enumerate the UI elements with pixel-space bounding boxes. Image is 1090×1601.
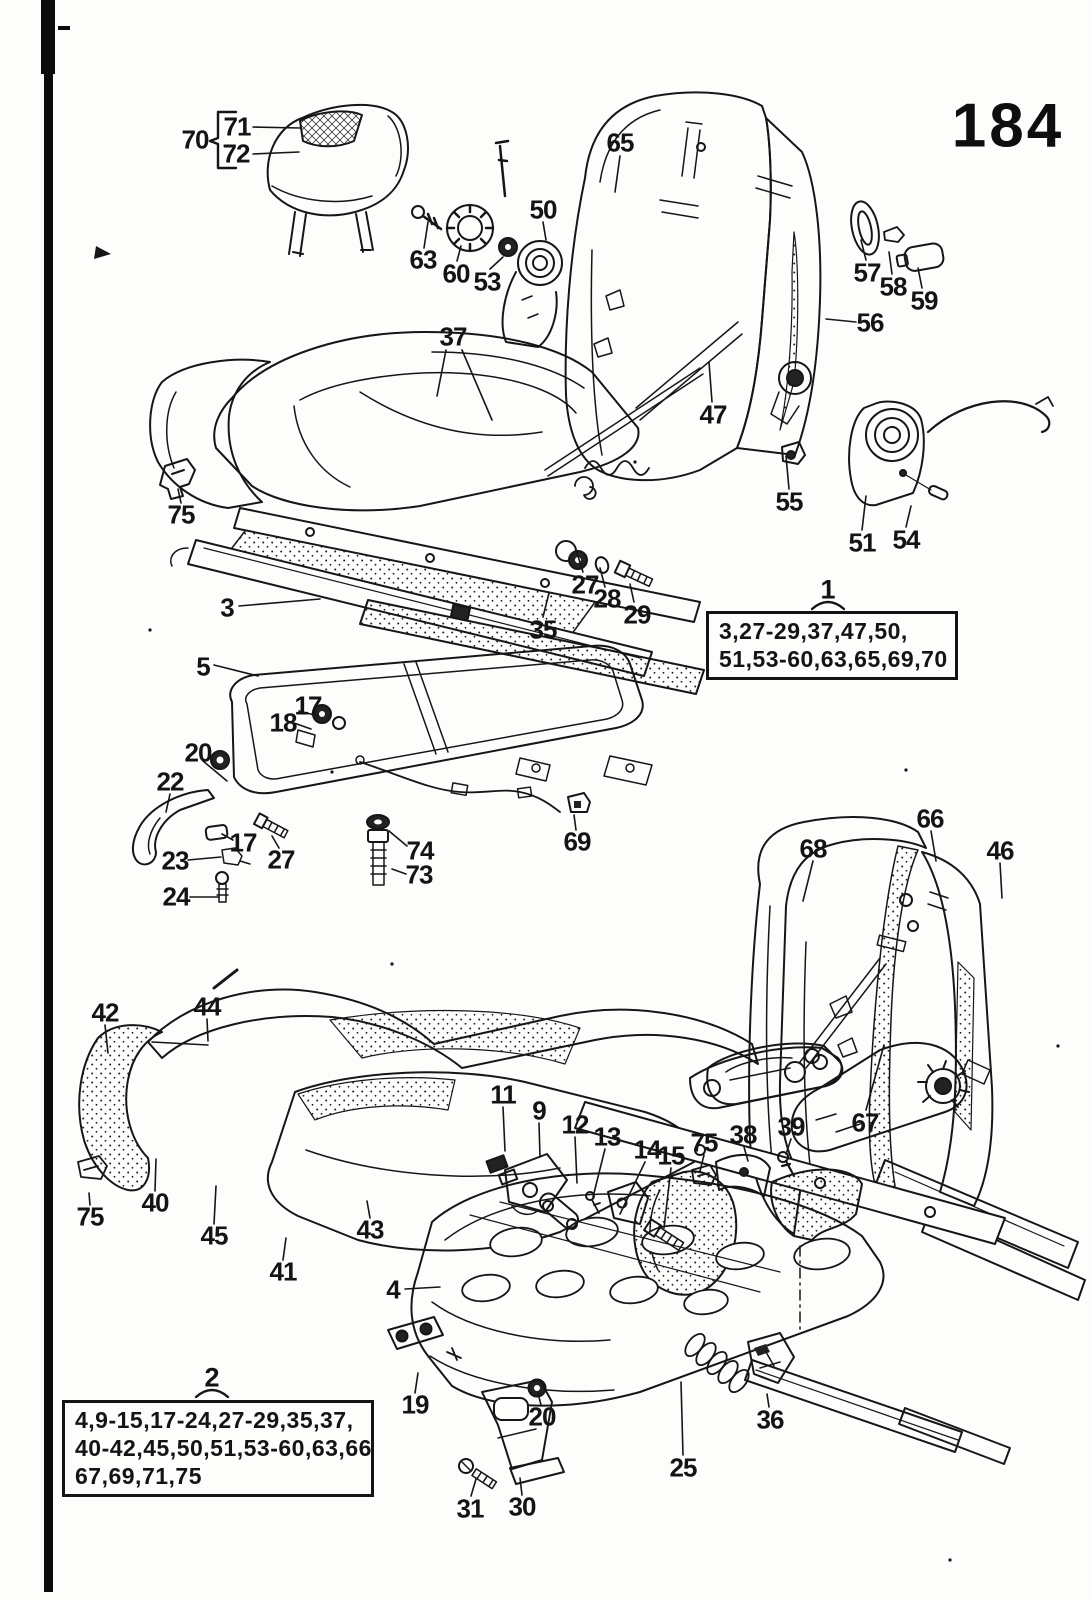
part-label-63: 63 — [409, 244, 438, 275]
seat-frame-drawing — [132, 644, 653, 903]
part-label-73: 73 — [405, 859, 434, 890]
backrest-left-drawing — [544, 91, 822, 500]
part-label-12: 12 — [561, 1109, 590, 1140]
part-label-19: 19 — [401, 1389, 430, 1420]
part-label-37: 37 — [439, 321, 468, 352]
part-label-4: 4 — [386, 1274, 401, 1305]
part-label-30: 30 — [508, 1491, 537, 1522]
seat-pan-drawing — [387, 1172, 1011, 1490]
part-label-27b: 27 — [267, 844, 296, 875]
hinge-parts-drawing — [485, 1042, 863, 1331]
ref-box-1-label: 1 — [820, 574, 836, 605]
part-label-74: 74 — [406, 835, 435, 866]
part-label-71: 71 — [223, 111, 252, 142]
recliner-knob-group — [411, 139, 563, 348]
part-label-15: 15 — [657, 1140, 686, 1171]
part-label-22: 22 — [156, 766, 185, 797]
part-label-18: 18 — [269, 707, 298, 738]
cushion-mid-drawing — [149, 331, 705, 695]
part-label-68: 68 — [799, 833, 828, 864]
ref-box-2-line-3: 67,69,71,75 — [75, 1463, 203, 1489]
part-label-25: 25 — [669, 1452, 698, 1483]
clip-75-upper — [159, 458, 196, 500]
part-label-65: 65 — [606, 127, 635, 158]
ref-box-1-line-2: 51,53-60,63,65,69,70 — [719, 646, 948, 672]
part-label-66: 66 — [916, 803, 945, 834]
part-label-55: 55 — [775, 486, 804, 517]
part-label-75b: 75 — [76, 1201, 105, 1232]
page-number: 184 — [951, 91, 1065, 161]
part-label-20a: 20 — [184, 737, 213, 768]
part-label-69: 69 — [563, 826, 592, 857]
backrest-right-drawing — [689, 816, 1086, 1301]
part-label-75c: 75 — [690, 1127, 719, 1158]
part-label-70: 70 — [181, 124, 210, 155]
part-label-75a: 75 — [167, 499, 196, 530]
leader-lines — [88, 110, 1003, 1497]
part-label-54: 54 — [892, 524, 921, 555]
part-label-60: 60 — [442, 258, 471, 289]
part-label-11: 11 — [490, 1079, 516, 1110]
part-label-36: 36 — [756, 1404, 785, 1435]
scan-edge-artifact — [44, 0, 53, 1592]
part-label-41: 41 — [269, 1256, 298, 1287]
part-label-28: 28 — [593, 583, 622, 614]
ref-box-2-line-1: 4,9-15,17-24,27-29,35,37, — [75, 1407, 354, 1433]
scan-speck — [58, 26, 70, 30]
part-label-13: 13 — [593, 1121, 622, 1152]
part-label-17b: 17 — [229, 827, 258, 858]
part-label-43: 43 — [356, 1214, 385, 1245]
ref-box-2-line-2: 40-42,45,50,51,53-60,63,66 — [75, 1435, 372, 1461]
part-label-3: 3 — [220, 592, 235, 623]
part-label-51: 51 — [848, 527, 877, 558]
part-label-35: 35 — [529, 614, 558, 645]
ref-box-2-label: 2 — [204, 1362, 220, 1393]
part-label-45: 45 — [200, 1220, 229, 1251]
headrest-drawing — [266, 103, 409, 257]
part-label-42: 42 — [91, 997, 120, 1028]
part-label-9: 9 — [532, 1095, 547, 1126]
part-label-58: 58 — [879, 271, 908, 302]
part-label-23: 23 — [161, 845, 190, 876]
ref-box-1: 3,27-29,37,47,50, 51,53-60,63,65,69,70 — [706, 611, 958, 680]
part-label-44: 44 — [193, 991, 222, 1022]
part-label-31: 31 — [456, 1493, 485, 1524]
side-panel-group — [781, 400, 949, 507]
part-label-20b: 20 — [528, 1401, 557, 1432]
part-label-38: 38 — [729, 1119, 758, 1150]
part-label-67: 67 — [851, 1107, 880, 1138]
part-label-39: 39 — [777, 1111, 806, 1142]
part-label-56: 56 — [856, 307, 885, 338]
part-label-47: 47 — [699, 399, 728, 430]
part-label-24: 24 — [162, 881, 191, 912]
part-label-17a: 17 — [294, 690, 323, 721]
part-label-46: 46 — [986, 835, 1015, 866]
release-handle-group — [850, 200, 945, 272]
part-label-53: 53 — [473, 266, 502, 297]
part-label-57: 57 — [853, 257, 882, 288]
ref-box-2: 4,9-15,17-24,27-29,35,37, 40-42,45,50,51… — [62, 1400, 374, 1497]
part-label-29: 29 — [623, 599, 652, 630]
part-label-27a: 27 — [571, 569, 600, 600]
part-label-40: 40 — [141, 1187, 170, 1218]
ref-box-1-line-1: 3,27-29,37,47,50, — [719, 618, 908, 644]
part-label-59: 59 — [910, 285, 939, 316]
part-label-50: 50 — [529, 194, 558, 225]
part-label-72: 72 — [222, 138, 251, 169]
part-label-5: 5 — [196, 651, 211, 682]
part-label-14: 14 — [633, 1134, 662, 1165]
